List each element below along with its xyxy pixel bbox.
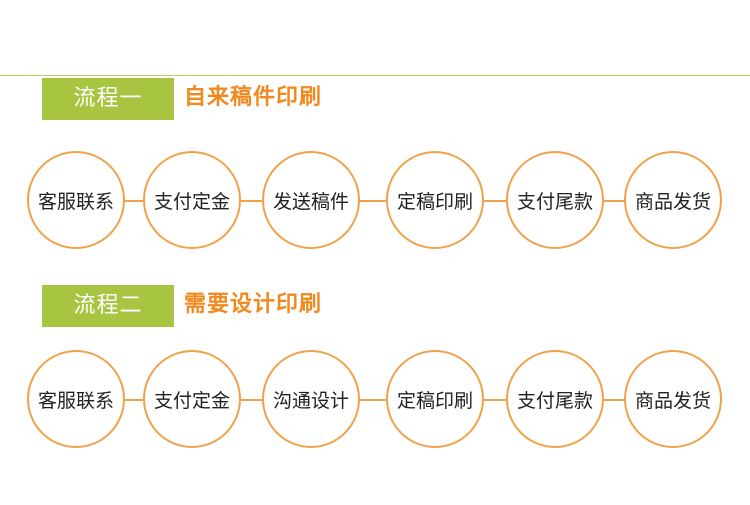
flow-step: 沟通设计 <box>262 350 360 448</box>
process-badge: 流程一 <box>42 78 174 120</box>
step-label: 沟通设计 <box>272 389 349 412</box>
process-title: 自来稿件印刷 <box>184 85 323 110</box>
flow-step: 客服联系 <box>27 350 125 448</box>
process-section-2: 流程二 需要设计印刷 客服联系 支付定金 沟通设计 定稿印刷 支付尾款 商品发货 <box>0 285 750 465</box>
flow-step: 定稿印刷 <box>386 151 484 249</box>
flow-step: 商品发货 <box>624 151 722 249</box>
step-label: 定稿印刷 <box>396 389 473 412</box>
flow-connector <box>604 200 624 202</box>
process-flow: 客服联系 支付定金 沟通设计 定稿印刷 支付尾款 商品发货 <box>0 350 750 450</box>
step-label: 支付定金 <box>153 190 230 213</box>
step-label: 发送稿件 <box>272 190 349 213</box>
flow-step: 支付尾款 <box>506 350 604 448</box>
flow-step: 客服联系 <box>27 151 125 249</box>
process-flow: 客服联系 支付定金 发送稿件 定稿印刷 支付尾款 商品发货 <box>0 151 750 251</box>
process-badge: 流程二 <box>42 285 174 327</box>
step-label: 客服联系 <box>37 389 114 412</box>
flow-step: 商品发货 <box>624 350 722 448</box>
top-divider <box>0 75 750 76</box>
flow-connector <box>484 399 506 401</box>
flow-connector <box>604 399 624 401</box>
flow-step: 支付定金 <box>143 151 241 249</box>
step-label: 客服联系 <box>37 190 114 213</box>
flow-step: 支付定金 <box>143 350 241 448</box>
flow-connector <box>125 200 143 202</box>
step-label: 支付尾款 <box>516 389 593 412</box>
flow-step: 发送稿件 <box>262 151 360 249</box>
process-section-1: 流程一 自来稿件印刷 客服联系 支付定金 发送稿件 定稿印刷 支付尾款 商品发货 <box>0 78 750 258</box>
step-label: 定稿印刷 <box>396 190 473 213</box>
flow-step: 支付尾款 <box>506 151 604 249</box>
flow-step: 定稿印刷 <box>386 350 484 448</box>
flow-connector <box>241 399 262 401</box>
flow-connector <box>125 399 143 401</box>
step-label: 支付定金 <box>153 389 230 412</box>
step-label: 商品发货 <box>634 190 711 213</box>
flow-connector <box>484 200 506 202</box>
flow-connector <box>241 200 262 202</box>
flow-connector <box>360 200 386 202</box>
flow-connector <box>360 399 386 401</box>
step-label: 支付尾款 <box>516 190 593 213</box>
process-title: 需要设计印刷 <box>184 292 323 317</box>
step-label: 商品发货 <box>634 389 711 412</box>
